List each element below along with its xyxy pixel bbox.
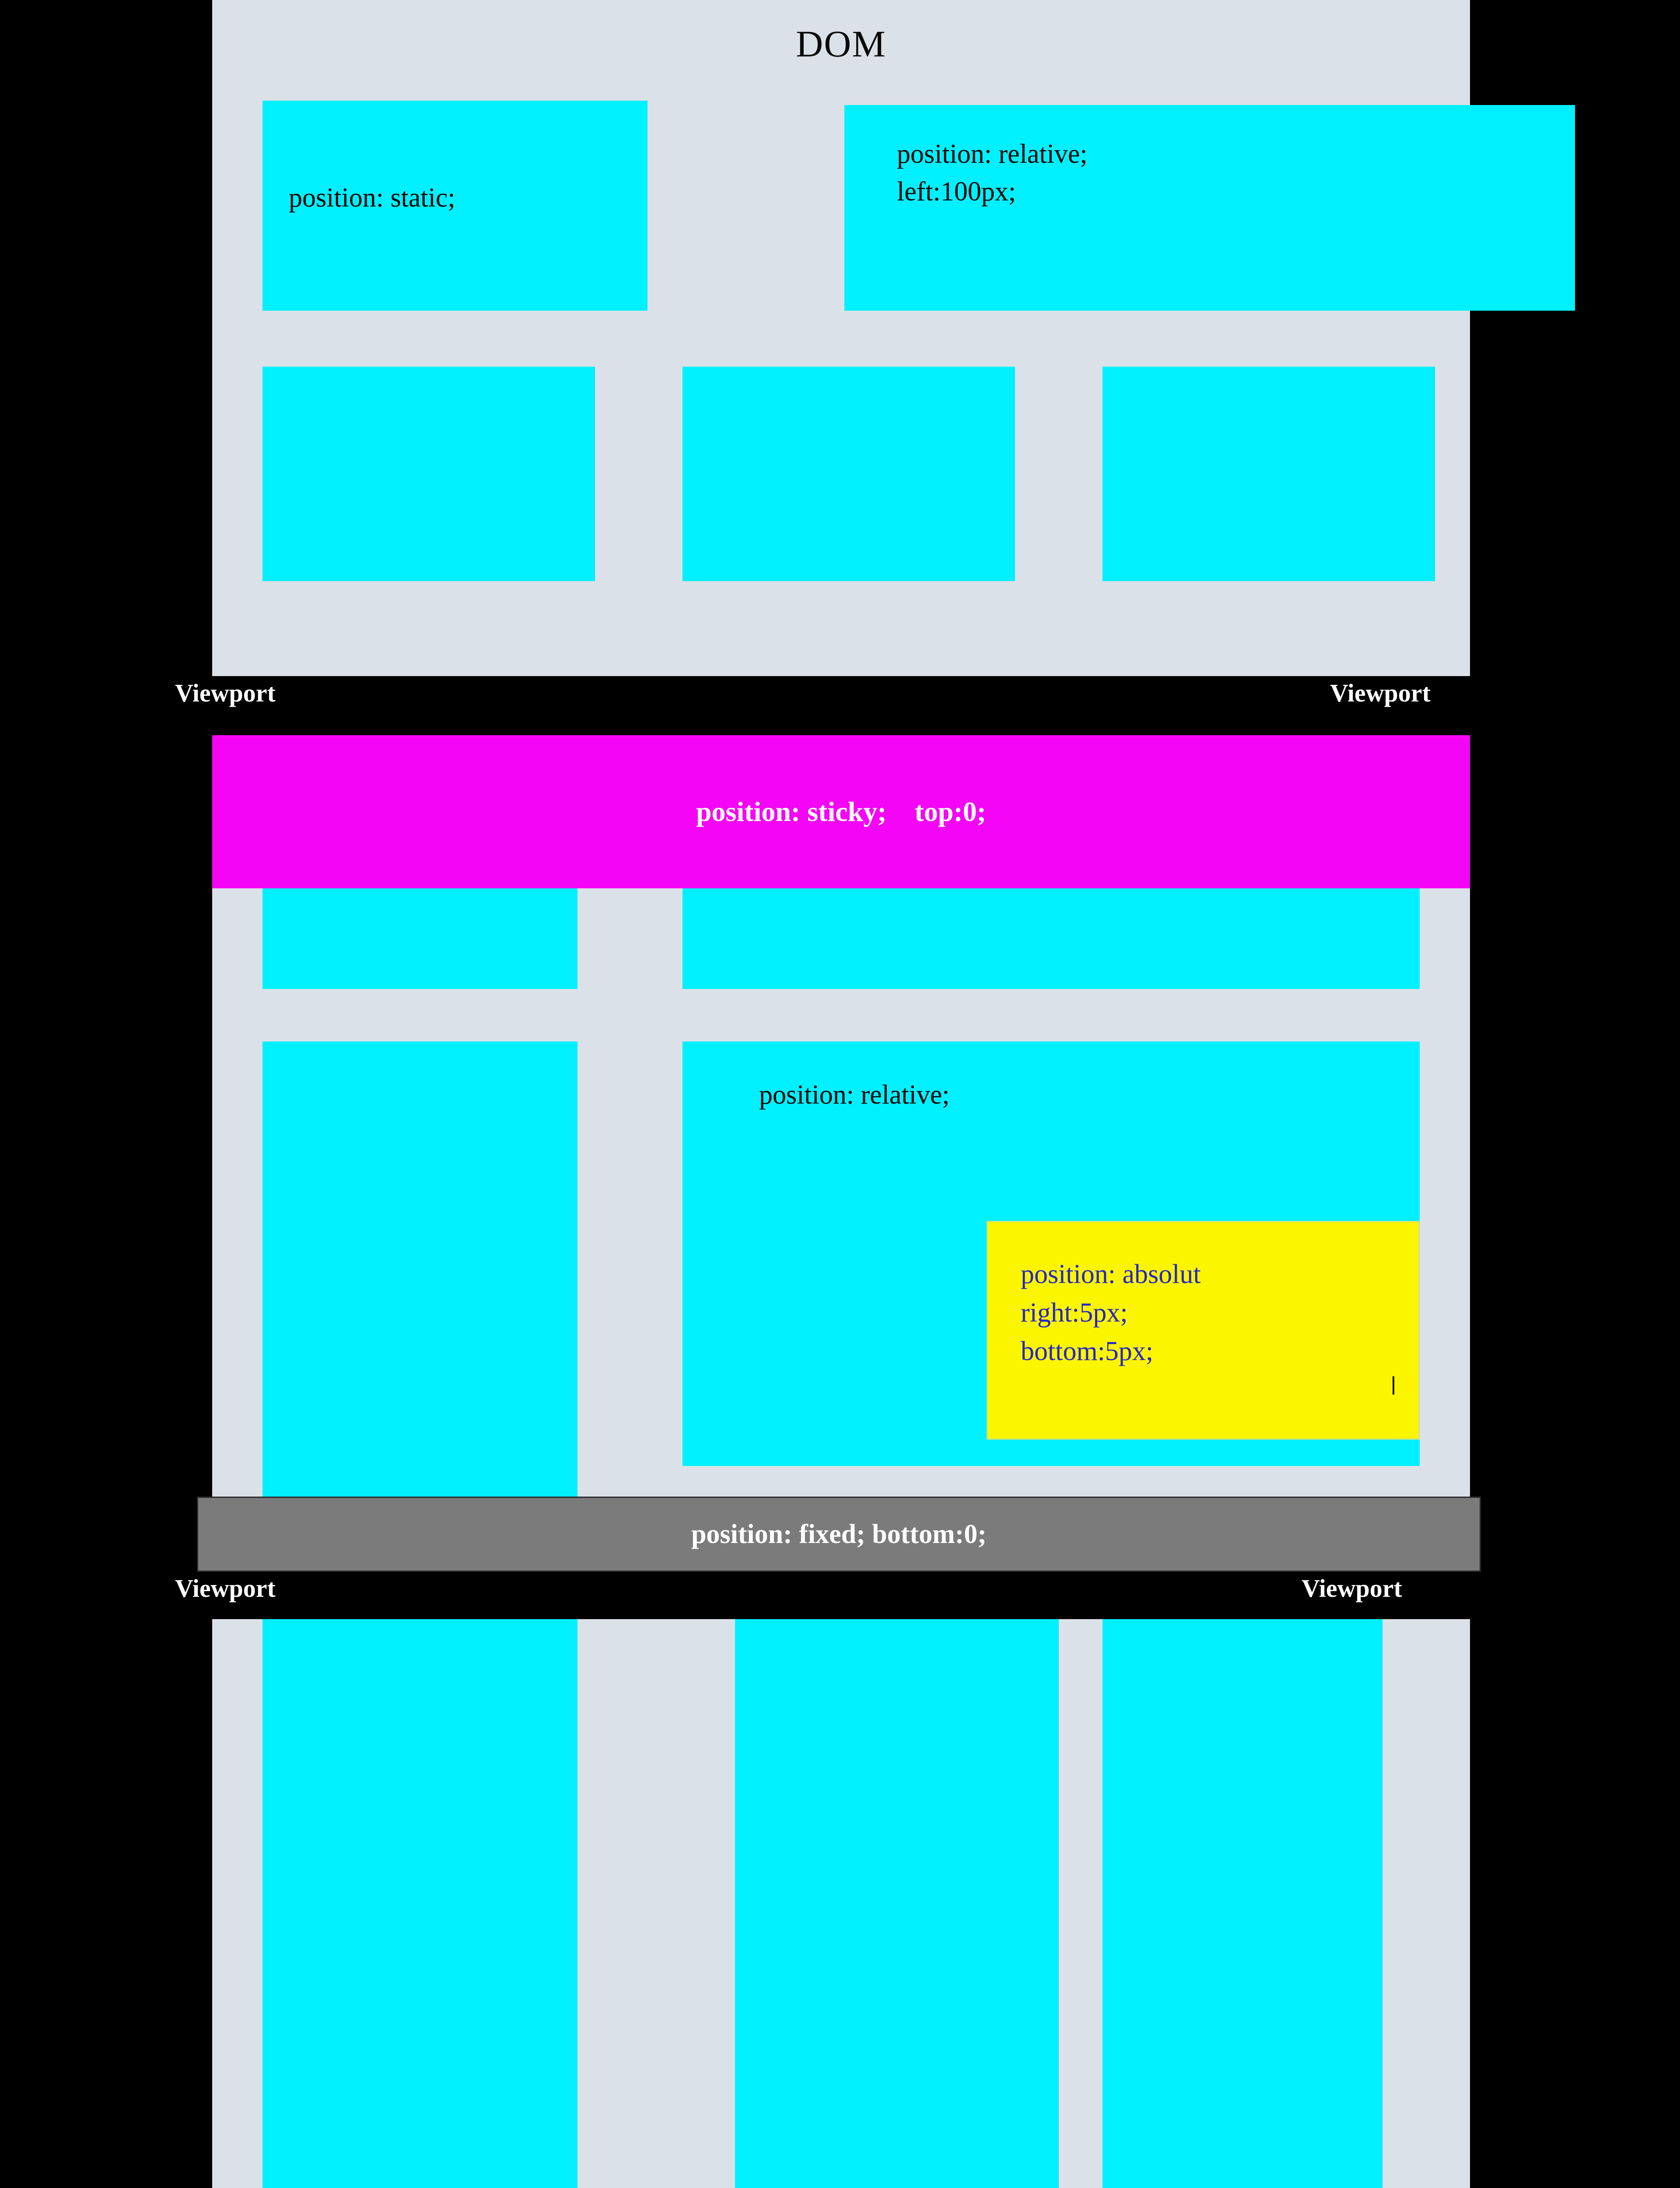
- block-static: position: static;: [262, 101, 648, 311]
- block-row-2: [682, 367, 1015, 581]
- block-static-label: position: static;: [289, 183, 455, 213]
- block-sticky: position: sticky; top:0;: [212, 735, 1470, 888]
- viewport-divider-top: [0, 676, 1680, 735]
- block-middle-left-small: [262, 888, 578, 989]
- viewport-divider-bottom: [0, 1572, 1680, 1619]
- block-relative-container-label: position: relative;: [759, 1080, 950, 1110]
- block-middle-left-tall: [262, 1041, 578, 1505]
- block-bottom-middle-tall: [735, 1619, 1059, 2188]
- viewport-label-bottom-left: Viewport: [175, 1574, 276, 1602]
- block-sticky-label: position: sticky; top:0;: [696, 796, 987, 827]
- block-fixed: position: fixed; bottom:0;: [197, 1497, 1481, 1572]
- block-middle-right-wide: [682, 888, 1420, 989]
- text-caret: [1393, 1376, 1394, 1395]
- block-bottom-right-tall: [1102, 1619, 1382, 2188]
- page-title: DOM: [796, 23, 886, 65]
- block-relative-left: position: relative; left:100px;: [844, 105, 1575, 311]
- block-absolute-label: position: absolut right:5px; bottom:5px;: [1021, 1259, 1201, 1367]
- block-bottom-left-tall: [262, 1781, 578, 2188]
- block-row-3: [1102, 367, 1435, 581]
- viewport-label-top-left: Viewport: [175, 679, 276, 707]
- block-fixed-label: position: fixed; bottom:0;: [691, 1519, 987, 1549]
- viewport-label-top-right: Viewport: [1330, 679, 1431, 707]
- block-row-1: [262, 367, 595, 581]
- viewport-label-bottom-right: Viewport: [1302, 1574, 1402, 1602]
- block-absolute: position: absolut right:5px; bottom:5px;: [987, 1221, 1420, 1440]
- block-relative-left-label: position: relative; left:100px;: [897, 139, 1088, 207]
